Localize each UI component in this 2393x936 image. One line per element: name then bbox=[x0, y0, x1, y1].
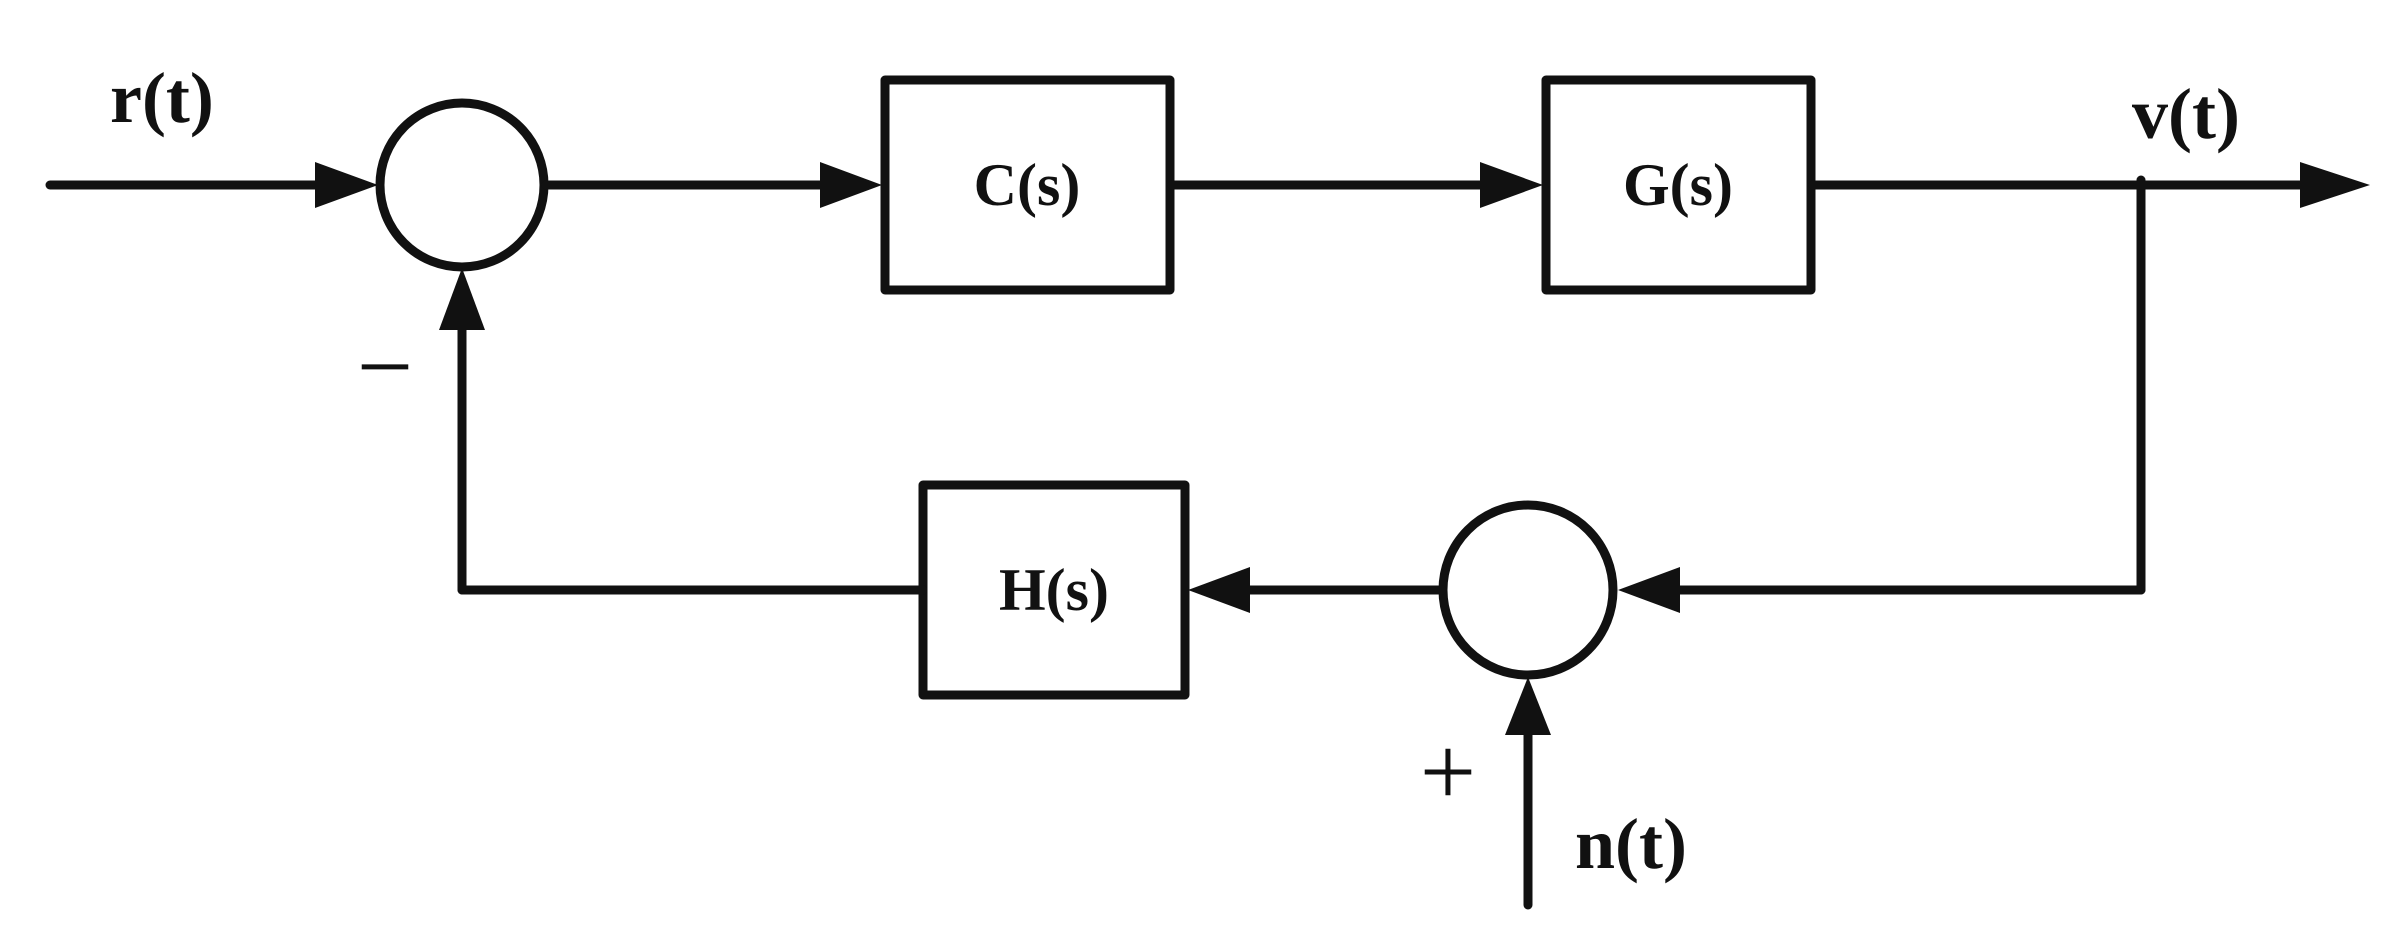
controller-label: C(s) bbox=[974, 152, 1081, 218]
feedback-arrowhead bbox=[439, 268, 485, 330]
noise-arrowhead bbox=[1505, 677, 1551, 735]
output-signal-label: v(t) bbox=[2132, 74, 2240, 154]
input-signal-label: r(t) bbox=[110, 58, 214, 138]
output-arrowhead bbox=[2300, 162, 2370, 208]
measured-arrowhead bbox=[1188, 567, 1250, 613]
summing-junction-noise bbox=[1438, 500, 1618, 680]
minus-sign: − bbox=[357, 311, 413, 422]
control-arrowhead bbox=[1480, 162, 1543, 208]
noise-signal-label: n(t) bbox=[1575, 804, 1687, 884]
summing-junction-main bbox=[375, 98, 549, 272]
input-arrowhead bbox=[315, 162, 378, 208]
feedback-label: H(s) bbox=[999, 557, 1109, 623]
error-arrowhead bbox=[820, 162, 882, 208]
plus-sign: + bbox=[1420, 716, 1476, 827]
plant-label: G(s) bbox=[1623, 152, 1733, 218]
feedback-return-arrowhead bbox=[1618, 567, 1680, 613]
